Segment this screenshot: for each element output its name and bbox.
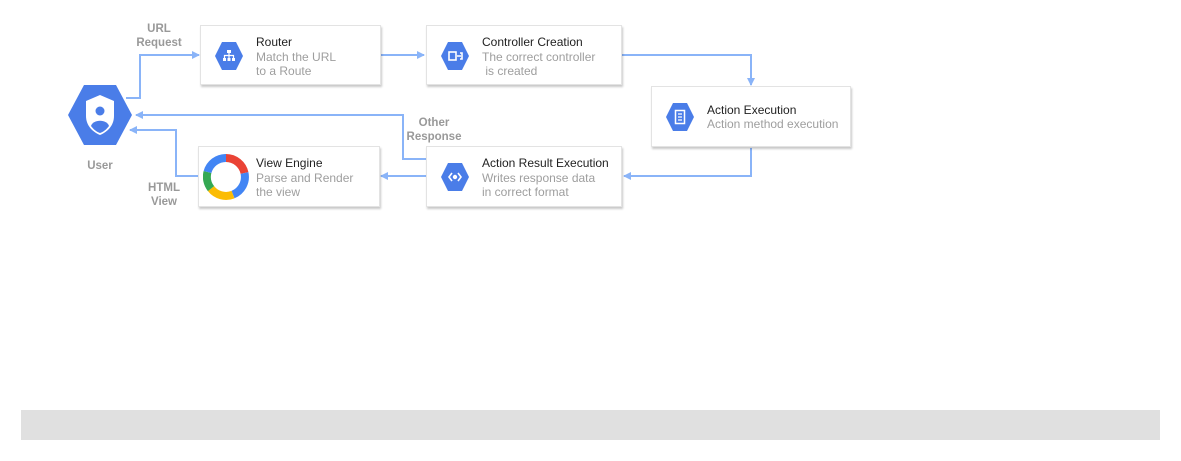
edge-controller-to-action xyxy=(622,54,755,86)
edge-action-to-result xyxy=(623,148,752,180)
user-shield-icon xyxy=(67,84,133,146)
view-engine-subtitle: Parse and Render the view xyxy=(256,171,354,199)
view-engine-title: View Engine xyxy=(256,156,323,170)
network-icon xyxy=(214,41,244,71)
action-title: Action Execution xyxy=(707,103,797,117)
edge-user-to-router xyxy=(126,51,200,99)
router-node: Router Match the URL to a Route xyxy=(200,25,381,85)
html-view-label: HTML View xyxy=(148,182,180,208)
result-title: Action Result Execution xyxy=(482,156,609,170)
other-response-label: Other Response xyxy=(406,117,462,143)
controller-icon xyxy=(440,41,470,71)
url-request-label: URL Request xyxy=(136,23,182,49)
document-icon xyxy=(665,102,695,132)
action-node: Action Execution Action method execution xyxy=(651,86,851,147)
result-node: Action Result Execution Writes response … xyxy=(426,146,622,207)
router-title: Router xyxy=(256,35,293,49)
edge-view-to-user xyxy=(129,126,198,177)
gear-code-icon xyxy=(440,162,470,192)
action-subtitle: Action method execution xyxy=(707,117,839,131)
controller-node: Controller Creation The correct controll… xyxy=(426,25,622,85)
edge-result-to-user xyxy=(135,111,426,160)
controller-subtitle: The correct controller is created xyxy=(482,50,596,78)
ring-logo-icon xyxy=(202,153,249,200)
controller-title: Controller Creation xyxy=(482,35,583,49)
bottom-bar xyxy=(21,410,1160,440)
result-subtitle: Writes response data in correct format xyxy=(482,171,596,199)
user-label: User xyxy=(87,160,113,172)
view-engine-node: View Engine Parse and Render the view xyxy=(198,146,380,207)
router-subtitle: Match the URL to a Route xyxy=(256,50,337,78)
